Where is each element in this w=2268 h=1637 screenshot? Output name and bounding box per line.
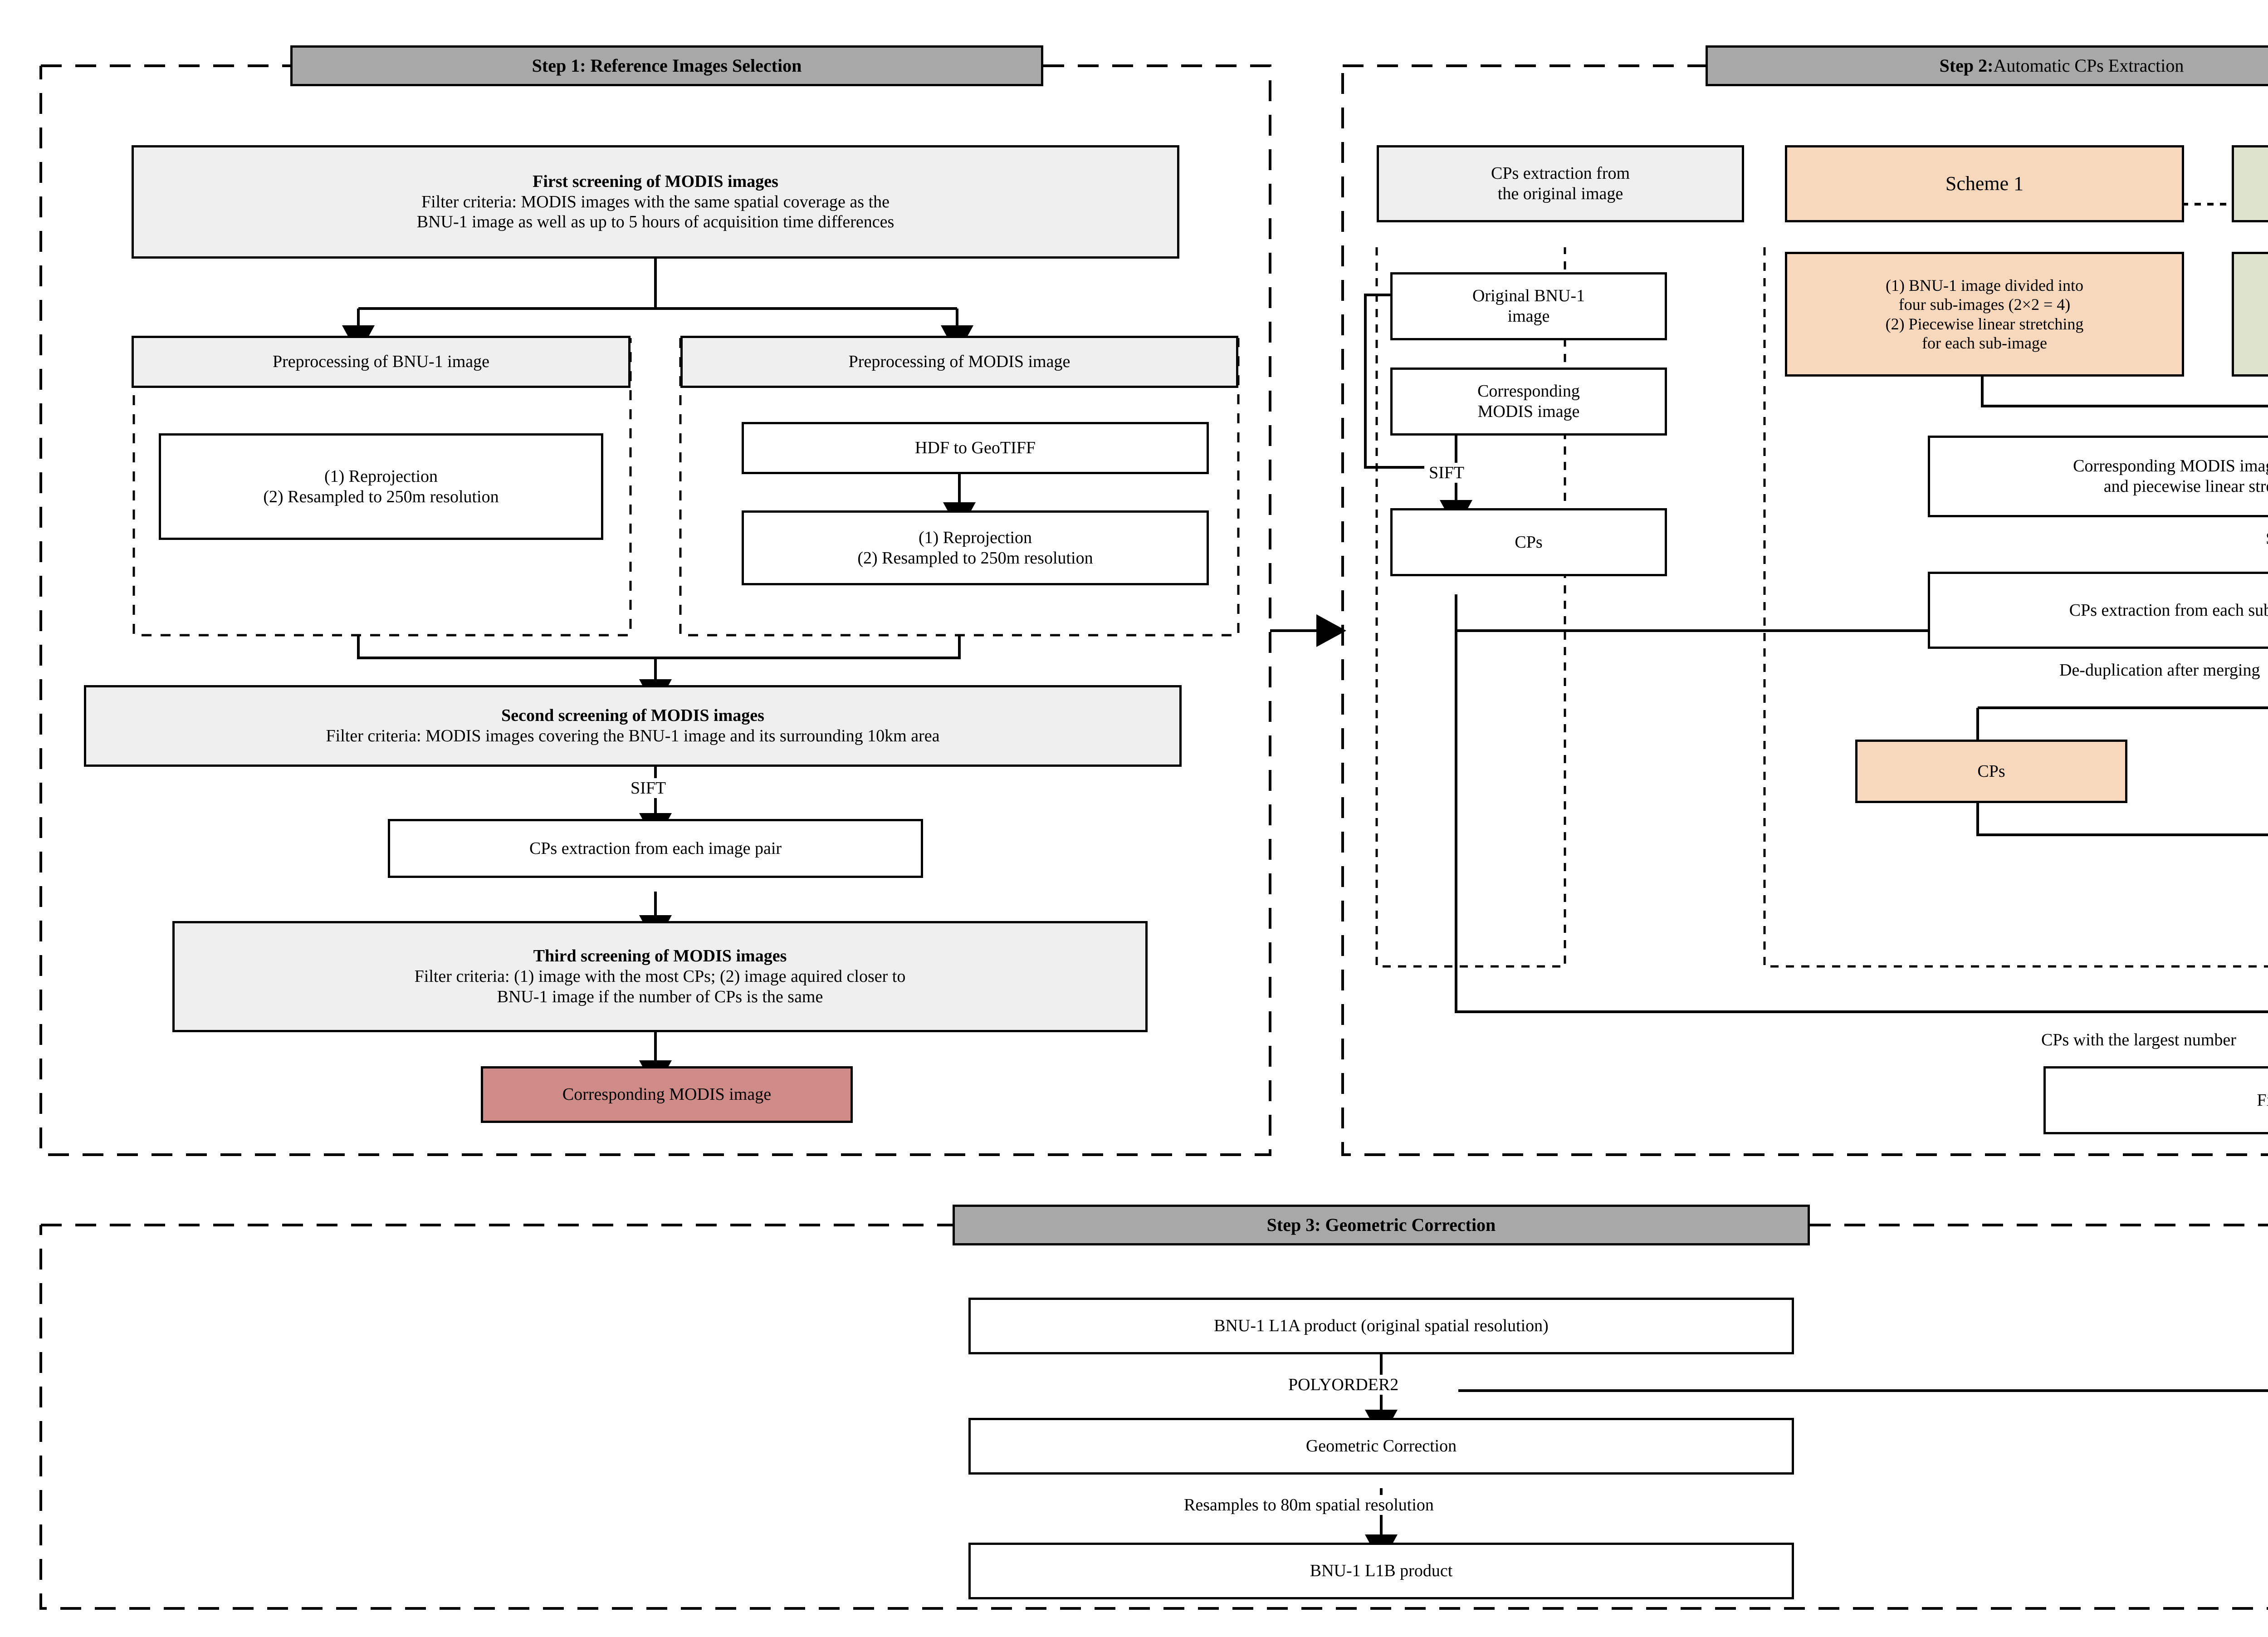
scheme1-body-line2: four sub-images (2×2 = 4) [1898, 295, 2071, 314]
bnu-step2-label: (2) Resampled to 250m resolution [263, 487, 499, 506]
sift-label-step2-right: SIFT [2261, 529, 2268, 549]
polyorder2-label: POLYORDER2 [1284, 1375, 1403, 1395]
original-panel-line2: the original image [1497, 184, 1623, 203]
step1-header: Step 1: Reference Images Selection [290, 45, 1043, 86]
largest-number-label: CPs with the largest number [2037, 1030, 2241, 1050]
second-screening-title: Second screening of MODIS images [501, 706, 764, 725]
modis-dividing-line1: Corresponding MODIS image Dividing [2073, 456, 2268, 476]
original-bnu-line2: image [1507, 307, 1550, 326]
preprocessing-bnu-title-box: Preprocessing of BNU-1 image [132, 336, 631, 388]
second-screening-body: Filter criteria: MODIS images covering t… [326, 726, 940, 745]
geometric-correction-label: Geometric Correction [1305, 1436, 1457, 1456]
l1a-product-box: BNU-1 L1A product (original spatial reso… [968, 1298, 1794, 1354]
scheme1-body-line1: (1) BNU-1 image divided into [1886, 276, 2083, 294]
step1-frame [39, 64, 1271, 1156]
third-screening-box: Third screening of MODIS images Filter c… [172, 921, 1148, 1032]
bnu-step1-label: (1) Reprojection [324, 466, 438, 486]
corresponding-modis-image-box-step2: Corresponding MODIS image [1390, 368, 1667, 436]
scheme2-header-box: Scheme 2 [2232, 145, 2268, 222]
l1b-product-label: BNU-1 L1B product [1310, 1561, 1453, 1581]
scheme1-label: Scheme 1 [1945, 172, 2024, 195]
l1b-product-box: BNU-1 L1B product [968, 1543, 1794, 1599]
final-cps-box: Final CPs [2043, 1066, 2268, 1134]
preprocessing-modis-label: Preprocessing of MODIS image [848, 352, 1070, 372]
third-screening-title: Third screening of MODIS images [533, 946, 787, 966]
step2-header: Step 2: Automatic CPs Extraction [1706, 45, 2268, 86]
scheme1-header-box: Scheme 1 [1785, 145, 2184, 222]
corresponding-modis-image-box: Corresponding MODIS image [481, 1066, 853, 1123]
scheme2-body-box: (1) BNU-1 image divided into nine sub-im… [2232, 252, 2268, 377]
original-panel-border [1375, 247, 1566, 968]
preprocessing-bnu-label: Preprocessing of BNU-1 image [272, 352, 490, 372]
original-image-panel-title: CPs extraction from the original image [1377, 145, 1744, 222]
l1a-product-label: BNU-1 L1A product (original spatial reso… [1214, 1316, 1549, 1336]
preprocessing-modis-title-box: Preprocessing of MODIS image [680, 336, 1238, 388]
third-screening-line2: BNU-1 image if the number of CPs is the … [497, 987, 823, 1006]
modis-step2-label: (2) Resampled to 250m resolution [857, 548, 1093, 568]
hdf-to-geotiff-box: HDF to GeoTIFF [742, 422, 1209, 474]
step2-header-suffix: Automatic CPs Extraction [1993, 55, 2184, 76]
schemes-panel-border [1763, 247, 2268, 968]
modis-dividing-box: Corresponding MODIS image Dividing and p… [1928, 436, 2268, 517]
cps-original-label: CPs [1515, 532, 1543, 552]
cps-extraction-image-pair-label: CPs extraction from each image pair [529, 838, 782, 858]
modis-step1-label: (1) Reprojection [918, 528, 1032, 547]
scheme1-body-line4: for each sub-image [1922, 333, 2047, 352]
original-bnu-image-box: Original BNU-1 image [1390, 272, 1667, 340]
cps-extraction-subimage-pair-label: CPs extraction from each sub-image pair [2069, 600, 2268, 620]
first-screening-title: First screening of MODIS images [533, 172, 778, 191]
prep-bnu-panel [132, 338, 632, 637]
step2-frame [1341, 64, 2268, 1156]
step3-frame [39, 1224, 2268, 1610]
preprocessing-modis-steps-box: (1) Reprojection (2) Resampled to 250m r… [742, 510, 1209, 585]
third-screening-line1: Filter criteria: (1) image with the most… [414, 967, 906, 986]
dedup-label: De-duplication after merging [2055, 660, 2265, 680]
modis-dividing-line2: and piecewise linear stretching [2103, 477, 2268, 496]
second-screening-box: Second screening of MODIS images Filter … [84, 685, 1182, 767]
step2-header-prefix: Step 2: [1939, 55, 1994, 76]
scheme1-body-line3: (2) Piecewise linear stretching [1885, 314, 2084, 333]
sift-label-step1: SIFT [626, 778, 671, 798]
cps-box-original: CPs [1390, 508, 1667, 576]
step1-header-label: Step 1: Reference Images Selection [532, 55, 802, 76]
first-screening-box: First screening of MODIS images Filter c… [132, 145, 1179, 259]
cps-scheme1-label: CPs [1977, 761, 2005, 781]
step3-header: Step 3: Geometric Correction [953, 1205, 1810, 1245]
corresponding-modis-line1: Corresponding [1477, 382, 1580, 401]
corresponding-modis-line2: MODIS image [1477, 402, 1580, 421]
cps-extraction-subimage-pair-box: CPs extraction from each sub-image pair [1928, 572, 2268, 649]
preprocessing-bnu-steps-box: (1) Reprojection (2) Resampled to 250m r… [159, 433, 603, 540]
first-screening-line2: BNU-1 image as well as up to 5 hours of … [416, 212, 894, 232]
scheme1-body-box: (1) BNU-1 image divided into four sub-im… [1785, 252, 2184, 377]
first-screening-line1: Filter criteria: MODIS images with the s… [421, 192, 890, 211]
original-panel-line1: CPs extraction from [1491, 164, 1630, 183]
geometric-correction-box: Geometric Correction [968, 1418, 1794, 1475]
original-bnu-line1: Original BNU-1 [1472, 286, 1585, 306]
cps-box-scheme1: CPs [1855, 740, 2127, 803]
corresponding-modis-image-label: Corresponding MODIS image [562, 1085, 772, 1104]
final-cps-label: Final CPs [2257, 1090, 2268, 1110]
step3-header-label: Step 3: Geometric Correction [1266, 1215, 1496, 1235]
sift-label-step2-left: SIFT [1424, 463, 1469, 483]
cps-extraction-image-pair-box: CPs extraction from each image pair [388, 819, 923, 878]
resample-label: Resamples to 80m spatial resolution [1179, 1495, 1438, 1515]
hdf-to-geotiff-label: HDF to GeoTIFF [914, 438, 1036, 458]
final-cps-to-step3 [1458, 1389, 2268, 1392]
